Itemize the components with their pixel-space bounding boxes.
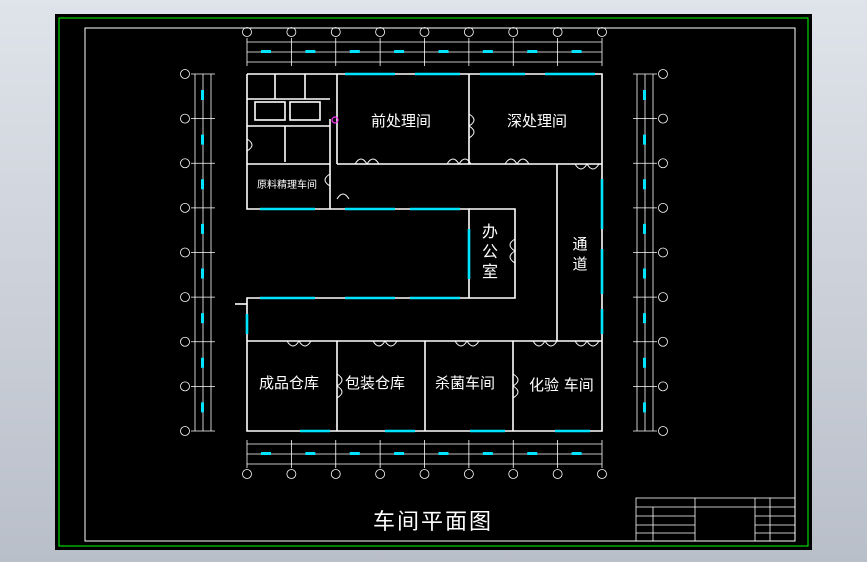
axis-bubble (463, 27, 474, 37)
title-block (635, 497, 796, 542)
axis-bubble (658, 69, 668, 79)
axis-bubble (286, 27, 297, 37)
axis-bubble (180, 202, 190, 213)
axis-bubble (508, 27, 519, 37)
axis-bubble (658, 426, 668, 436)
axis-bubble (180, 69, 190, 79)
axis-bubbles (180, 27, 668, 479)
axis-bubble (658, 336, 668, 347)
axis-bubble (597, 469, 607, 479)
axis-bubble (552, 469, 563, 479)
axis-bubble (597, 27, 607, 37)
axis-bubble (658, 292, 668, 303)
axis-bubble (180, 247, 190, 258)
axis-bubble (180, 158, 190, 169)
axis-bubble (330, 27, 341, 37)
axis-bubble (180, 113, 190, 124)
axis-bubble (180, 336, 190, 347)
room-office: 办公室 (481, 222, 498, 281)
axis-bubble (330, 469, 341, 479)
axis-bubble (658, 113, 668, 124)
axis-bubble (463, 469, 474, 479)
axis-bubble (658, 158, 668, 169)
drawing-sheet: 前处理间 深处理间 原料精理车间 办公室 通道 成品仓库 包装仓库 杀菌车间 化… (55, 14, 812, 550)
room-finished-goods: 成品仓库 (259, 374, 320, 392)
floor-plan-canvas (58, 17, 809, 547)
axis-bubble (552, 27, 563, 37)
axis-bubble (658, 381, 668, 392)
room-pre-treatment: 前处理间 (371, 112, 432, 130)
axis-bubble (658, 247, 668, 258)
marker-circle (331, 116, 339, 124)
room-lab: 化验 车间 (529, 376, 594, 394)
room-raw-material: 原料精理车间 (257, 180, 317, 191)
dimension-lines (191, 38, 657, 468)
axis-bubble (180, 381, 190, 392)
room-sterilization: 杀菌车间 (435, 374, 496, 392)
axis-bubble (508, 469, 519, 479)
axis-bubble (419, 27, 430, 37)
axis-bubble (286, 469, 297, 479)
room-packaging: 包装仓库 (345, 374, 406, 392)
axis-bubble (419, 469, 430, 479)
axis-bubble (180, 292, 190, 303)
sheet-border (58, 17, 809, 547)
axis-bubble (242, 469, 252, 479)
room-corridor: 通道 (572, 235, 588, 273)
drawing-frame (84, 27, 796, 542)
axis-bubble (658, 202, 668, 213)
axis-bubble (242, 27, 252, 37)
room-deep-treatment: 深处理间 (507, 112, 568, 130)
axis-bubble (375, 469, 386, 479)
windows (245, 72, 604, 433)
axis-bubble (375, 27, 386, 37)
axis-bubble (180, 426, 190, 436)
drawing-title: 车间平面图 (373, 510, 494, 535)
doors (246, 113, 600, 399)
